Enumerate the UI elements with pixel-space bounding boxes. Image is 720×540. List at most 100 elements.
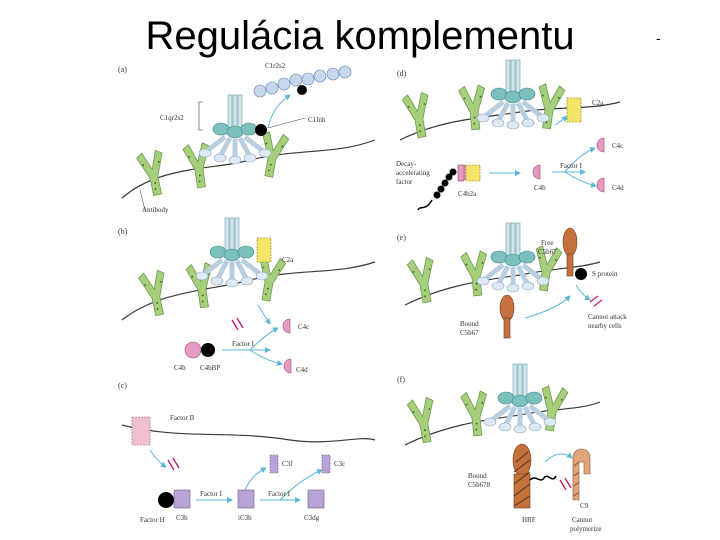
label-c1inh: C1Inh <box>308 116 326 124</box>
label-bound-2: C5b67 <box>460 329 479 337</box>
label-c4c: C4c <box>612 142 623 150</box>
antibody-icon <box>406 255 441 305</box>
leader-line <box>267 117 306 129</box>
antibody-icon <box>457 83 490 132</box>
c2a-icon <box>256 237 272 263</box>
label-c3dg: C3dg <box>304 514 320 522</box>
label-c9: C9 <box>580 502 589 510</box>
label-bound-2: C5b678 <box>468 481 491 489</box>
corner-mark: - <box>656 30 661 46</box>
panel-a-tag: (a) <box>118 65 127 74</box>
slide-title: Regulácia komplementu <box>145 14 575 58</box>
c4b2a-icon <box>457 164 465 182</box>
free-c5b67-icon <box>562 227 578 277</box>
cannot-attack-mark <box>589 295 603 307</box>
c1q-complex-icon <box>477 60 549 129</box>
c1inh-icon <box>297 85 307 95</box>
antibody-icon <box>406 395 441 445</box>
panel-e-tag: (e) <box>397 233 406 242</box>
label-free-1: Free <box>541 239 553 247</box>
c4b-icon <box>532 164 541 180</box>
membrane <box>121 424 376 443</box>
label-factor-b: Factor B <box>170 414 195 422</box>
bound-c5b678-icon <box>512 443 532 509</box>
panel-d-tag: (d) <box>397 69 407 78</box>
label-cannot-1: Cannot <box>572 516 592 524</box>
bracket <box>198 101 203 131</box>
c2a-icon <box>566 97 582 123</box>
bound-c5b67-icon <box>499 294 515 339</box>
daf-icon <box>449 168 457 176</box>
label-c3c: C3c <box>334 460 345 468</box>
label-bound-1: Bound <box>460 320 479 328</box>
factor-h-icon <box>158 492 174 508</box>
label-cannot-1: Cannot attack <box>588 313 627 321</box>
label-c4d: C4d <box>612 184 624 192</box>
c1inh-bound-icon <box>255 124 267 136</box>
label-c4c: C4c <box>298 323 309 331</box>
label-hrf: HRF <box>522 516 536 524</box>
arrow <box>267 94 291 129</box>
label-c2a: C2a <box>592 99 604 107</box>
label-bound-1: Bound <box>468 472 487 480</box>
label-daf-1: Decay- <box>396 160 417 168</box>
panel-f: (f) Bound C5b678 HRF C9 Cannot polymeriz… <box>397 364 602 533</box>
label-cannot-2: nearby cells <box>588 322 622 330</box>
c4d-icon <box>596 177 605 193</box>
label-c2a: C2a <box>282 256 294 264</box>
label-daf-3: factor <box>396 178 413 186</box>
label-ic3b: iC3b <box>238 514 252 522</box>
panel-b-tag: (b) <box>118 227 128 236</box>
c4c-icon <box>596 137 605 153</box>
label-c3f: C3f <box>282 460 293 468</box>
hrf-icon <box>529 475 557 481</box>
panel-e: (e) Free C5b67 S protein Bound C5b67 Can… <box>397 223 627 339</box>
label-c4b: C4b <box>174 364 186 372</box>
cleavage-mark <box>167 457 180 471</box>
c3f-icon <box>269 454 279 474</box>
cleavage-mark <box>231 317 244 331</box>
c4bbp-icon <box>201 343 215 357</box>
label-factor-i: Factor I <box>232 340 255 348</box>
panel-c-tag: (c) <box>118 381 127 390</box>
label-factor-i-1: Factor I <box>200 490 223 498</box>
c3b-icon <box>173 489 191 509</box>
label-c4b2a: C4b2a <box>458 190 477 198</box>
label-c4b: C4b <box>534 184 546 192</box>
antibody-icon <box>459 249 492 298</box>
factor-b-icon <box>131 416 151 446</box>
c4b-icon <box>184 341 202 359</box>
panel-d: (d) C2a Decay- accelerating factor C4b2a… <box>396 60 624 211</box>
s-protein-icon <box>575 268 587 280</box>
antibody-icon <box>533 82 566 131</box>
c3c-icon <box>321 454 331 474</box>
antibody-icon <box>459 389 492 438</box>
membrane <box>399 101 621 141</box>
panel-b: (b) C2a C4c Factor I C4b C4bBP C4d <box>118 218 376 374</box>
label-c4bbp: C4bBP <box>200 364 220 372</box>
c3dg-icon <box>307 489 325 509</box>
label-free-2: C5b67 <box>538 248 557 256</box>
cleavage-mark <box>559 477 572 491</box>
c4d-icon <box>283 358 292 374</box>
c9-icon <box>572 448 591 501</box>
ic3b-icon <box>237 489 255 509</box>
label-factor-i: Factor I <box>560 162 583 170</box>
antibody-icon <box>137 268 173 318</box>
label-s-protein: S protein <box>592 270 618 278</box>
label-daf-2: accelerating <box>396 169 430 177</box>
label-factor-h: Factor H <box>140 516 165 524</box>
c1r2s2-chain-icon <box>253 65 352 98</box>
label-antibody: Antibody <box>142 206 169 214</box>
label-c1r2s2: C1r2s2 <box>265 62 286 70</box>
label-factor-i-2: Factor I <box>268 490 291 498</box>
label-c4d: C4d <box>296 366 308 374</box>
label-c3b: C3b <box>176 514 188 522</box>
panel-a: (a) C1r2s2 C1qr2s2 C1Inh Antibody <box>118 62 376 214</box>
panel-c: (c) Factor B C3f C3c Factor I Factor I F… <box>118 381 376 524</box>
panel-f-tag: (f) <box>397 375 405 384</box>
c4c-icon <box>282 318 291 334</box>
antibody-icon <box>135 148 171 198</box>
label-c1qr2s2: C1qr2s2 <box>160 114 184 122</box>
